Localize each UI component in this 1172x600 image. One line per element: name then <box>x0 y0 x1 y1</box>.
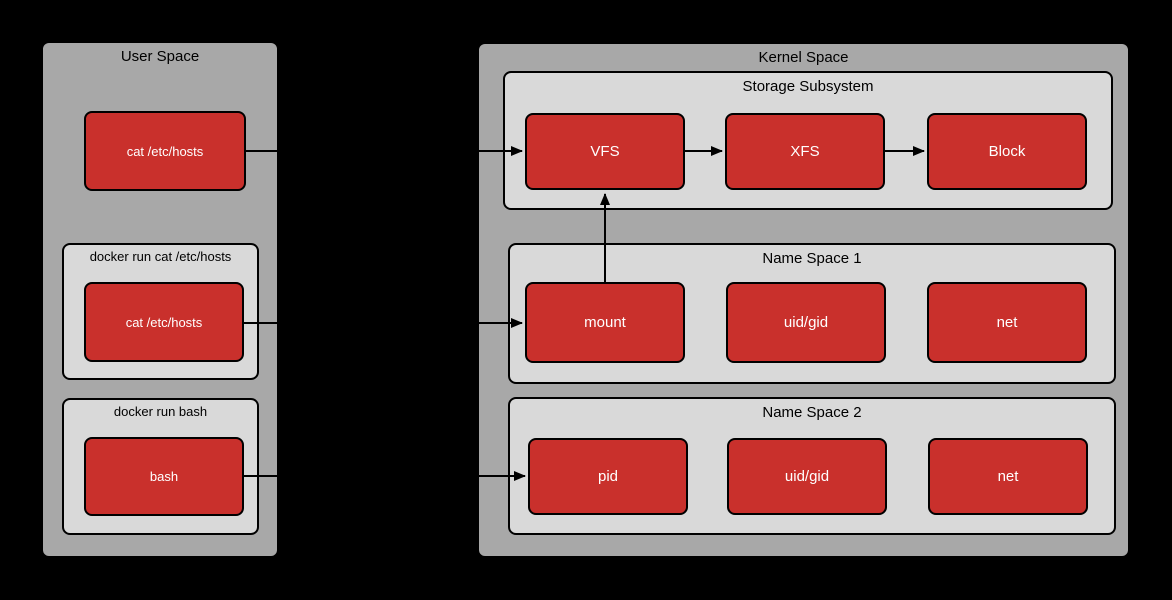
node-uid-gid-ns2: uid/gid <box>727 438 887 515</box>
node-label: bash <box>149 469 179 484</box>
node-net-ns1: net <box>927 282 1087 363</box>
node-mount: mount <box>525 282 685 363</box>
group-title: docker run bash <box>113 404 208 419</box>
node-pid: pid <box>528 438 688 515</box>
node-label: VFS <box>590 143 620 160</box>
node-cat-etc-hosts-container: cat /etc/hosts <box>84 282 244 362</box>
node-block: Block <box>927 113 1087 190</box>
group-title: Storage Subsystem <box>742 78 874 95</box>
node-net-ns2: net <box>928 438 1088 515</box>
kernel-space-title: Kernel Space <box>758 49 849 66</box>
node-label: pid <box>597 468 619 485</box>
node-xfs: XFS <box>725 113 885 190</box>
node-label: cat /etc/hosts <box>126 143 204 159</box>
node-label: uid/gid <box>784 468 830 485</box>
node-bash: bash <box>84 437 244 516</box>
node-label: net <box>996 314 1018 331</box>
user-space-title: User Space <box>120 48 200 65</box>
node-cat-etc-hosts-host: cat /etc/hosts <box>84 111 246 191</box>
node-label: net <box>997 468 1019 485</box>
group-title: Name Space 2 <box>762 404 862 421</box>
node-uid-gid-ns1: uid/gid <box>726 282 886 363</box>
group-title: Name Space 1 <box>762 250 862 267</box>
node-label: uid/gid <box>783 314 829 331</box>
node-vfs: VFS <box>525 113 685 190</box>
node-label: mount <box>584 314 626 331</box>
node-label: Block <box>988 143 1026 160</box>
node-label: cat /etc/hosts <box>125 314 203 330</box>
node-label: XFS <box>790 143 820 160</box>
group-title: docker run cat /etc/hosts <box>89 249 232 264</box>
